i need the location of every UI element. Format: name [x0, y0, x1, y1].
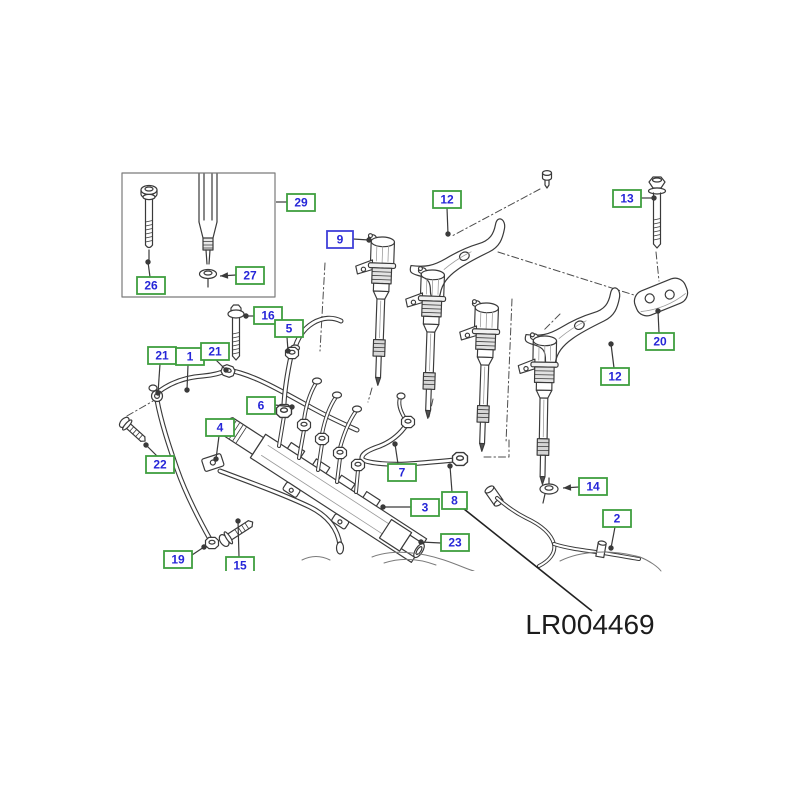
bolt-26 — [140, 184, 158, 261]
callout-15[interactable]: 15 — [225, 518, 255, 575]
construction-lines — [126, 188, 660, 458]
callout-number: 7 — [399, 466, 406, 480]
callout-12[interactable]: 12 — [432, 190, 462, 237]
callout-number: 9 — [337, 233, 344, 247]
fuel-injector-3 — [455, 298, 502, 453]
callout-12[interactable]: 12 — [600, 341, 630, 386]
washer-14 — [539, 477, 559, 504]
rail-end-23 — [378, 518, 425, 559]
fuel-injector-1 — [351, 232, 398, 387]
callout-number: 12 — [440, 193, 454, 207]
callout-26[interactable]: 26 — [136, 259, 166, 295]
bracket-20 — [633, 277, 689, 317]
callout-number: 1 — [187, 350, 194, 364]
clamp-screw — [541, 169, 553, 189]
bolt-15 — [218, 520, 254, 548]
callout-14[interactable]: 14 — [562, 477, 608, 496]
callout-number: 3 — [422, 501, 429, 515]
callout-3[interactable]: 3 — [380, 498, 440, 517]
callout-4[interactable]: 4 — [205, 418, 235, 462]
callout-13[interactable]: 13 — [612, 189, 657, 208]
callout-number: 14 — [586, 480, 600, 494]
callout-9[interactable]: 9 — [326, 230, 372, 249]
callout-number: 2 — [614, 512, 621, 526]
callout-27[interactable]: 27 — [219, 266, 265, 285]
callout-number: 21 — [208, 345, 222, 359]
callout-29[interactable]: 29 — [276, 193, 316, 212]
callout-number: 22 — [153, 458, 167, 472]
callout-20[interactable]: 20 — [645, 308, 675, 351]
callout-7[interactable]: 7 — [387, 441, 417, 482]
callout-number: 26 — [144, 279, 158, 293]
callout-6[interactable]: 6 — [246, 396, 295, 415]
inset-box — [121, 172, 276, 298]
part-number-leader — [463, 508, 593, 612]
callout-22[interactable]: 22 — [143, 442, 175, 474]
bolt-22 — [118, 416, 146, 442]
engine-outline — [301, 551, 662, 572]
callout-5[interactable]: 5 — [274, 319, 304, 354]
line-art — [118, 169, 689, 572]
callout-number: 27 — [243, 269, 257, 283]
callout-8[interactable]: 8 — [441, 463, 593, 612]
callout-number: 5 — [286, 322, 293, 336]
callout-23[interactable]: 23 — [418, 533, 470, 552]
callout-number: 15 — [233, 559, 247, 573]
injector-clamp-fork-1 — [406, 217, 522, 305]
callout-number: 16 — [261, 309, 275, 323]
bottom-crop-mask — [100, 571, 490, 611]
callout-19[interactable]: 19 — [163, 544, 207, 569]
callout-2[interactable]: 2 — [602, 509, 632, 551]
callout-number: 29 — [294, 196, 308, 210]
bolt-13 — [647, 176, 667, 249]
injector-tip-27 — [198, 173, 218, 288]
callout-number: 12 — [608, 370, 622, 384]
callout-number: 8 — [451, 494, 458, 508]
callout-number: 6 — [258, 399, 265, 413]
callout-number: 4 — [217, 421, 224, 435]
bolt-16 — [227, 304, 245, 361]
callout-number: 20 — [653, 335, 667, 349]
bracket-4 — [201, 453, 345, 555]
nut-19 — [204, 536, 220, 550]
callout-21[interactable]: 21 — [200, 342, 230, 373]
nut-7 — [400, 415, 416, 429]
part-number-text: LR004469 — [525, 609, 654, 640]
callout-1[interactable]: 1 — [175, 347, 205, 393]
callout-number: 13 — [620, 192, 634, 206]
callout-number: 19 — [171, 553, 185, 567]
callout-number: 21 — [155, 349, 169, 363]
nut-8 — [451, 451, 469, 467]
callout-number: 23 — [448, 536, 462, 550]
